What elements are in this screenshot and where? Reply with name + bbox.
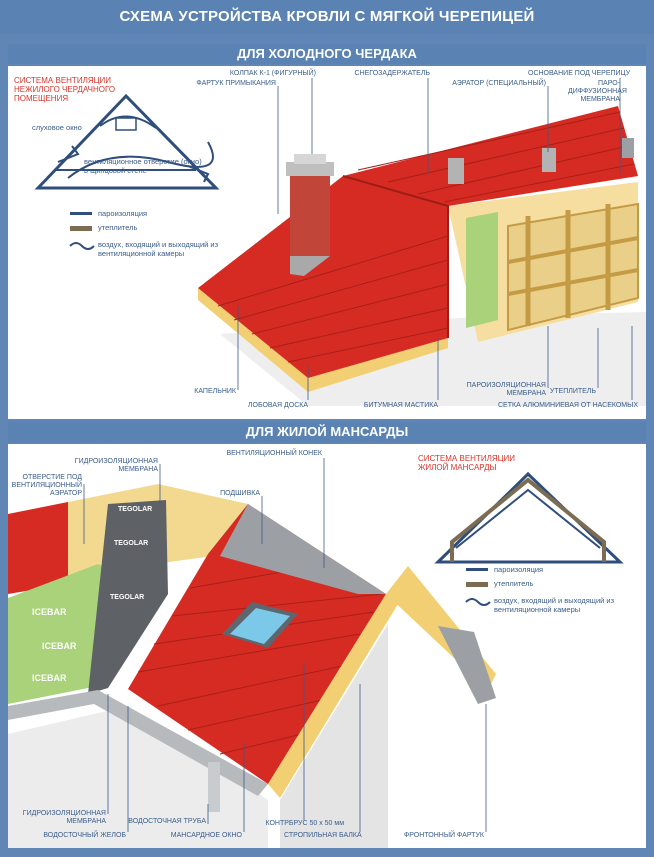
- dormer-window-label: слуховое окно: [32, 123, 82, 132]
- legend2-insulation-text: утеплитель: [494, 579, 534, 588]
- vent-aerator-label: ОТВЕРСТИЕ ПОД ВЕНТИЛЯЦИОННЫЙ АЭРАТОР: [11, 474, 82, 497]
- section1-header: ДЛЯ ХОЛОДНОГО ЧЕРДАКА: [8, 44, 646, 64]
- gable-apron-label: ФРОНТОННЫЙ ФАРТУК: [403, 832, 484, 839]
- aerator-2: [542, 148, 556, 172]
- brand-icebar-2: ICEBAR: [42, 641, 77, 651]
- soffit-label: ПОДШИВКА: [220, 490, 260, 497]
- gable-vent-label: вентиляционное отверстие (окно) в щипцов…: [84, 157, 202, 175]
- aerator-label: АЭРАТОР (СПЕЦИАЛЬНЫЙ): [452, 80, 546, 87]
- ridge-label: ВЕНТИЛЯЦИОННЫЙ КОНЕК: [226, 450, 322, 457]
- ridge-vent: [622, 138, 634, 158]
- mastic-label: БИТУМНАЯ МАСТИКА: [363, 402, 438, 409]
- legend-vapor-text: пароизоляция: [98, 209, 148, 218]
- legend-air-text: воздух, входящий и выходящий из вентиляц…: [98, 240, 219, 258]
- chimney: [286, 154, 334, 276]
- living-attic-panel: СИСТЕМА ВЕНТИЛЯЦИИ ЖИЛОЙ МАНСАРДЫ пароиз…: [8, 444, 646, 848]
- tegolar-membrane: [88, 500, 168, 694]
- legend2-air-swatch: [465, 598, 491, 606]
- downpipe-label: ВОДОСТОЧНАЯ ТРУБА: [128, 818, 206, 825]
- legend-insulation-swatch: [70, 226, 92, 231]
- membrane-strip: [466, 212, 498, 328]
- aerator-1: [448, 158, 464, 184]
- legend2-insulation-swatch: [466, 582, 488, 587]
- fascia-label: ЛОБОВАЯ ДОСКА: [247, 402, 308, 409]
- underlay-label: ОСНОВАНИЕ ПОД ЧЕРЕПИЦУ: [528, 70, 631, 77]
- section2-header: ДЛЯ ЖИЛОЙ МАНСАРДЫ: [8, 422, 646, 442]
- downpipe: [208, 762, 220, 812]
- legend-air-swatch: [69, 242, 95, 250]
- cold-attic-illustration: [34, 78, 646, 406]
- cap-label: КОЛПАК К-1 (ФИГУРНЫЙ): [229, 70, 316, 77]
- ventilation-ridge: [220, 504, 386, 594]
- gutter: [8, 690, 268, 796]
- drip-label: КАПЕЛЬНИК: [194, 388, 236, 395]
- flashing-label: ФАРТУК ПРИМЫКАНИЯ: [196, 80, 276, 87]
- fascia-board: [198, 288, 448, 392]
- mansard-wall: [8, 706, 268, 848]
- mansard-vent-caption: СИСТЕМА ВЕНТИЛЯЦИИ ЖИЛОЙ МАНСАРДЫ: [418, 454, 516, 472]
- cold-attic-panel: СИСТЕМА ВЕНТИЛЯЦИИ НЕЖИЛОГО ЧЕРДАЧНОГО П…: [8, 66, 646, 419]
- legend-insulation-text: утеплитель: [98, 223, 138, 232]
- vent-caption: СИСТЕМА ВЕНТИЛЯЦИИ НЕЖИЛОГО ЧЕРДАЧНОГО П…: [14, 76, 116, 103]
- brand-icebar-3: ICEBAR: [32, 673, 67, 683]
- vapor-membrane-label: ПАРОИЗОЛЯЦИОННАЯ МЕМБРАНА: [466, 382, 546, 397]
- roof-left-corner: [8, 502, 68, 594]
- eave-board: [268, 594, 398, 798]
- snow-guard-label: СНЕГОЗАДЕРЖАТЕЛЬ: [354, 70, 430, 77]
- diffusion-membrane-label: ПАРО-ДИФФУЗИОННАЯ МЕМБРАНА: [568, 80, 627, 103]
- legend2-vapor-swatch: [466, 568, 488, 571]
- gable-apron: [438, 626, 496, 704]
- roof-main: [343, 106, 638, 206]
- legend2-vapor-text: пароизоляция: [494, 565, 544, 574]
- roof-tiles: [217, 111, 635, 363]
- roof-hip: [198, 176, 448, 378]
- attic-vent-diagram: [34, 93, 220, 190]
- leader-lines-2: [83, 458, 487, 832]
- legend-vapor-swatch: [70, 212, 92, 215]
- window-label: МАНСАРДНОЕ ОКНО: [170, 832, 242, 839]
- waterproof-top-label: ГИДРОИЗОЛЯЦИОННАЯ МЕМБРАНА: [74, 458, 158, 473]
- batten-label: КОНТРБРУС 50 х 50 мм: [265, 820, 344, 827]
- insulation-label: УТЕПЛИТЕЛЬ: [549, 388, 596, 395]
- brand-icebar-1: ICEBAR: [32, 607, 67, 617]
- brand-tegolar-2: TEGOLAR: [114, 540, 149, 547]
- mansard-vent-diagram: [434, 471, 624, 564]
- skylight: [222, 602, 298, 648]
- waterproof-bottom-label: ГИДРОИЗОЛЯЦИОННАЯ МЕМБРАНА: [22, 810, 106, 825]
- leader-lines: [237, 78, 633, 400]
- rafter-label: СТРОПИЛЬНАЯ БАЛКА: [284, 832, 362, 839]
- living-attic-illustration: [8, 458, 624, 848]
- gutter-label: ВОДОСТОЧНЫЙ ЖЕЛОБ: [43, 832, 126, 839]
- mesh-label: СЕТКА АЛЮМИНИЕВАЯ ОТ НАСЕКОМЫХ: [498, 402, 639, 409]
- page-title: СХЕМА УСТРОЙСТВА КРОВЛИ С МЯГКОЙ ЧЕРЕПИЦ…: [0, 0, 654, 34]
- brand-tegolar-3: TEGOLAR: [110, 594, 145, 601]
- legend2-air-text: воздух, входящий и выходящий из вентиляц…: [494, 596, 615, 614]
- brand-tegolar-1: TEGOLAR: [118, 506, 153, 513]
